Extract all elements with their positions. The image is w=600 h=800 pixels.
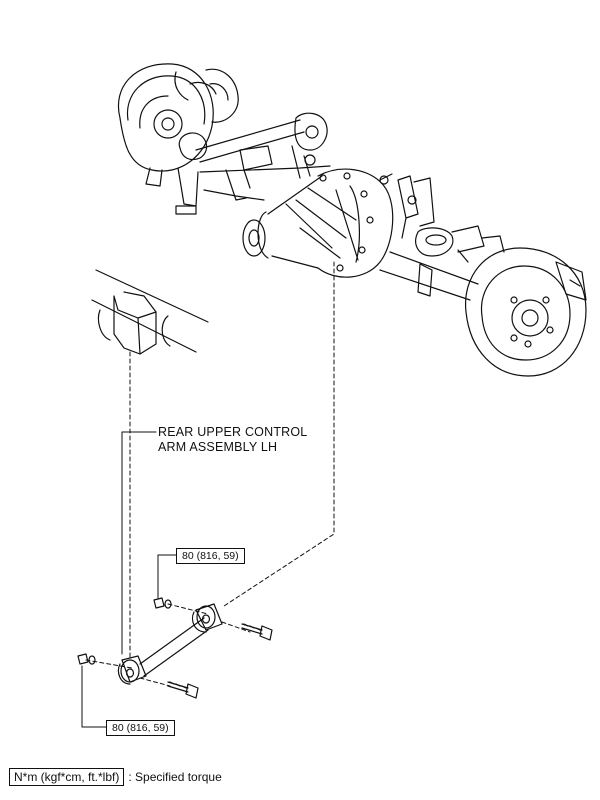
fasteners: [77, 597, 273, 699]
front-bushing: [117, 655, 147, 685]
torque-unit-box: N*m (kgf*cm, ft.*lbf): [9, 768, 125, 786]
differential-carrier: [242, 168, 394, 278]
rear-bushing: [191, 603, 223, 633]
rear-axle-assembly: [117, 63, 587, 377]
rear-upper-control-arm-lh: [117, 603, 223, 685]
lower-nut: [77, 653, 96, 665]
part-label-line1: REAR UPPER CONTROL: [158, 425, 308, 439]
body-frame-member: [91, 269, 209, 355]
left-brake-backing-plate: [117, 63, 239, 215]
alignment-lines: [85, 261, 335, 687]
axle-upper-arm: [178, 112, 328, 179]
lower-bolt: [167, 681, 199, 699]
callout-leaders: [81, 431, 177, 728]
torque-spec-lower: 80 (816, 59): [106, 720, 175, 736]
right-brake-disc: [464, 247, 587, 377]
upper-nut: [153, 597, 172, 609]
right-suspension-brackets: [397, 175, 505, 297]
torque-spec-upper: 80 (816, 59): [176, 548, 245, 564]
axle-tube: [199, 145, 479, 301]
part-label-line2: ARM ASSEMBLY LH: [158, 440, 278, 454]
torque-legend-text: : Specified torque: [128, 770, 222, 784]
part-label: REAR UPPER CONTROL ARM ASSEMBLY LH: [158, 425, 307, 455]
torque-legend: N*m (kgf*cm, ft.*lbf) : Specified torque: [9, 768, 222, 786]
upper-bolt: [241, 623, 273, 641]
